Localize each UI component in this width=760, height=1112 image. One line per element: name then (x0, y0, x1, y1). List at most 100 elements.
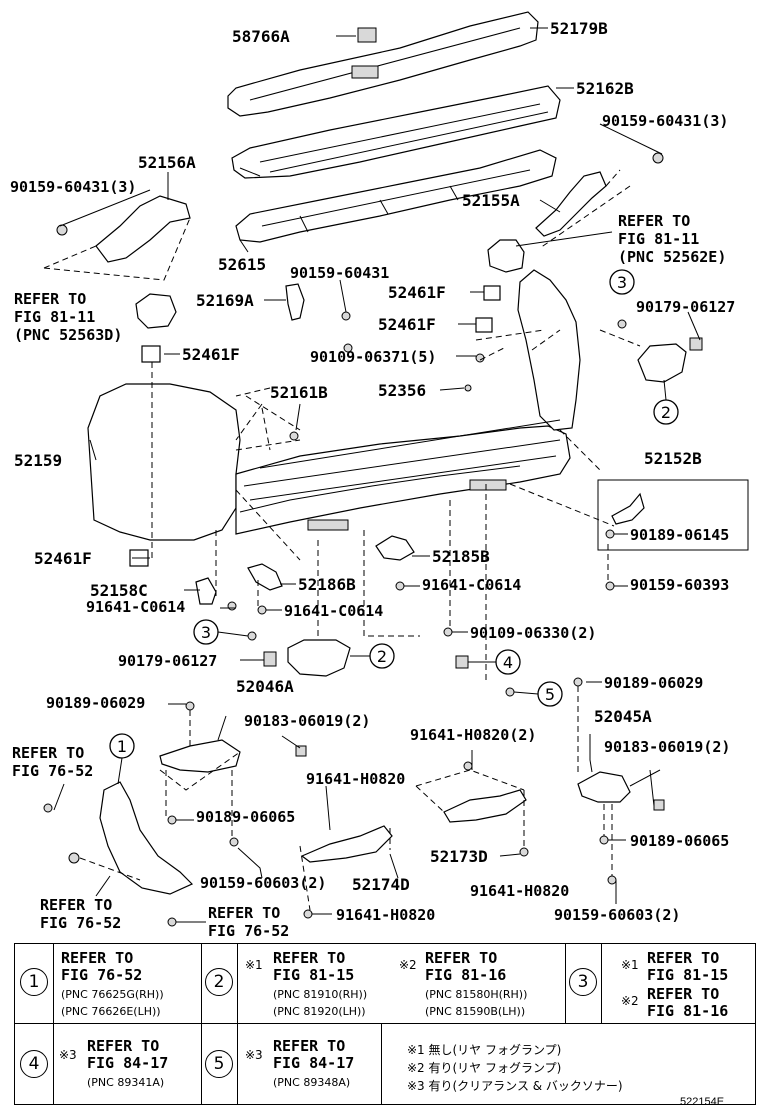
legend-c4-line1: REFER TO (87, 1037, 160, 1055)
fastener-icon-27 (303, 909, 313, 919)
label-52186B: 52186B (298, 575, 356, 594)
label-52158C: 52158C (90, 581, 148, 600)
label-52174D: 52174D (352, 875, 410, 894)
legend-number-4: 4 (20, 1050, 48, 1078)
fastener-icon-3 (464, 384, 472, 392)
part-52615 (235, 149, 557, 243)
label-90109-06371-5: 90109-06371(5) (310, 348, 436, 366)
label-52461F-2: 52461F (378, 315, 436, 334)
fastener-icon-15 (573, 677, 583, 687)
fastener-icon-21 (229, 837, 239, 847)
legend-c5-line3: (PNC 89348A) (273, 1076, 351, 1089)
part-52159-bumper-cover (87, 269, 581, 541)
callout-3-left: 3 (193, 619, 219, 645)
legend-c2a-mark: ※1 (245, 958, 263, 972)
label-52615: 52615 (218, 255, 266, 274)
fastener-icon-11 (247, 631, 257, 641)
label-90159-60603-2-left: 90159-60603(2) (200, 874, 326, 892)
label-refer-76-52-a1: REFER TO (12, 744, 84, 762)
label-52162B: 52162B (576, 79, 634, 98)
fastener-icon-2 (475, 353, 485, 363)
legend-c5-line1: REFER TO (273, 1037, 346, 1055)
label-52161B: 52161B (270, 383, 328, 402)
legend-c2a-line4: (PNC 81920(LH)) (273, 1005, 366, 1018)
legend-c3a-line2: FIG 81-15 (647, 966, 729, 984)
svg-text:2: 2 (661, 403, 671, 422)
label-90159-60603-2-right: 90159-60603(2) (554, 906, 680, 924)
part-52173D (443, 789, 527, 823)
legend-c3a-mark: ※1 (621, 958, 639, 972)
legend-c1-line1: REFER TO (61, 949, 134, 967)
part-52045A (577, 771, 631, 803)
label-refer-76-52-a2: FIG 76-52 (12, 762, 93, 780)
legend-note-3: ※3 有り(クリアランス & バックソナー) (407, 1079, 623, 1093)
label-refer-81-11-left-3: (PNC 52563D) (14, 326, 122, 344)
label-91641-H0820-2: 91641-H0820(2) (410, 726, 536, 744)
fastener-icon-9 (227, 601, 237, 611)
part-52169A (285, 283, 351, 321)
label-refer-76-52-c2: FIG 76-52 (208, 922, 289, 940)
part-left-lamp (263, 639, 351, 677)
label-91641-C0614-right: 91641-C0614 (422, 576, 521, 594)
label-91641-H0820-b: 91641-H0820 (470, 882, 569, 900)
label-52156A: 52156A (138, 153, 196, 172)
label-52461F-3: 52461F (182, 345, 240, 364)
fastener-icon-6 (605, 581, 615, 591)
legend-divider (237, 944, 238, 1023)
part-58766A (357, 27, 377, 43)
svg-text:3: 3 (617, 273, 627, 292)
part-52461F-b (475, 317, 493, 333)
fastener-icon-25 (68, 852, 80, 864)
legend-c2b-line2: FIG 81-16 (425, 966, 507, 984)
label-refer-81-11-right-3: (PNC 52562E) (618, 248, 726, 266)
fastener-icon-5 (617, 319, 627, 329)
label-90159-60393: 90159-60393 (630, 576, 729, 594)
part-52156A (56, 195, 191, 263)
fastener-icon-7 (395, 581, 405, 591)
legend-c3b-mark: ※2 (621, 994, 639, 1008)
label-90159-60431: 90159-60431 (290, 264, 389, 282)
figure-id: 522154E (680, 1096, 725, 1108)
label-52045A: 52045A (594, 707, 652, 726)
label-90109-06330-2: 90109-06330(2) (470, 624, 596, 642)
legend-number-1: 1 (20, 968, 48, 996)
legend-divider (53, 1023, 54, 1105)
label-91641-H0820-c: 91641-H0820 (336, 906, 435, 924)
legend-c1-line3: (PNC 76625G(RH)) (61, 988, 164, 1001)
callout-5: 5 (537, 681, 563, 707)
legend-c2b-mark: ※2 (399, 958, 417, 972)
legend-c2b-line4: (PNC 81590B(LH)) (425, 1005, 526, 1018)
label-90159-60431-3-left: 90159-60431(3) (10, 178, 136, 196)
label-52046A: 52046A (236, 677, 294, 696)
legend-c4-line3: (PNC 89341A) (87, 1076, 165, 1089)
legend-row-divider (15, 1023, 755, 1024)
callout-2-left: 2 (369, 643, 395, 669)
fastener-icon-20 (167, 815, 177, 825)
fastener-icon-8 (257, 605, 267, 615)
svg-text:4: 4 (503, 653, 513, 672)
legend-c2a-line3: (PNC 81910(RH)) (273, 988, 368, 1001)
label-91641-C0614-left: 91641-C0614 (86, 598, 185, 616)
fastener-icon-26 (167, 917, 177, 927)
label-91641-H0820-a: 91641-H0820 (306, 770, 405, 788)
svg-text:1: 1 (117, 737, 127, 756)
part-52461F-a (483, 285, 501, 301)
fastener-icon-16 (295, 745, 307, 757)
legend-c3b-line1: REFER TO (647, 985, 720, 1003)
label-90183-06019-2-left: 90183-06019(2) (244, 712, 370, 730)
part-52185B (375, 535, 415, 561)
label-58766A: 58766A (232, 27, 290, 46)
part-52461F-c (141, 345, 161, 363)
legend-divider (381, 1023, 382, 1105)
label-90183-06019-2-right: 90183-06019(2) (604, 738, 730, 756)
svg-text:3: 3 (201, 623, 211, 642)
legend-divider (237, 1023, 238, 1105)
label-90189-06145: 90189-06145 (630, 526, 729, 544)
fastener-icon-18 (463, 761, 473, 771)
assembly-dashed-lines (43, 169, 641, 911)
label-52185B: 52185B (432, 547, 490, 566)
part-52174D (300, 825, 393, 863)
fastener-icon-23 (519, 847, 529, 857)
label-52173D: 52173D (430, 847, 488, 866)
legend-number-3: 3 (569, 968, 597, 996)
